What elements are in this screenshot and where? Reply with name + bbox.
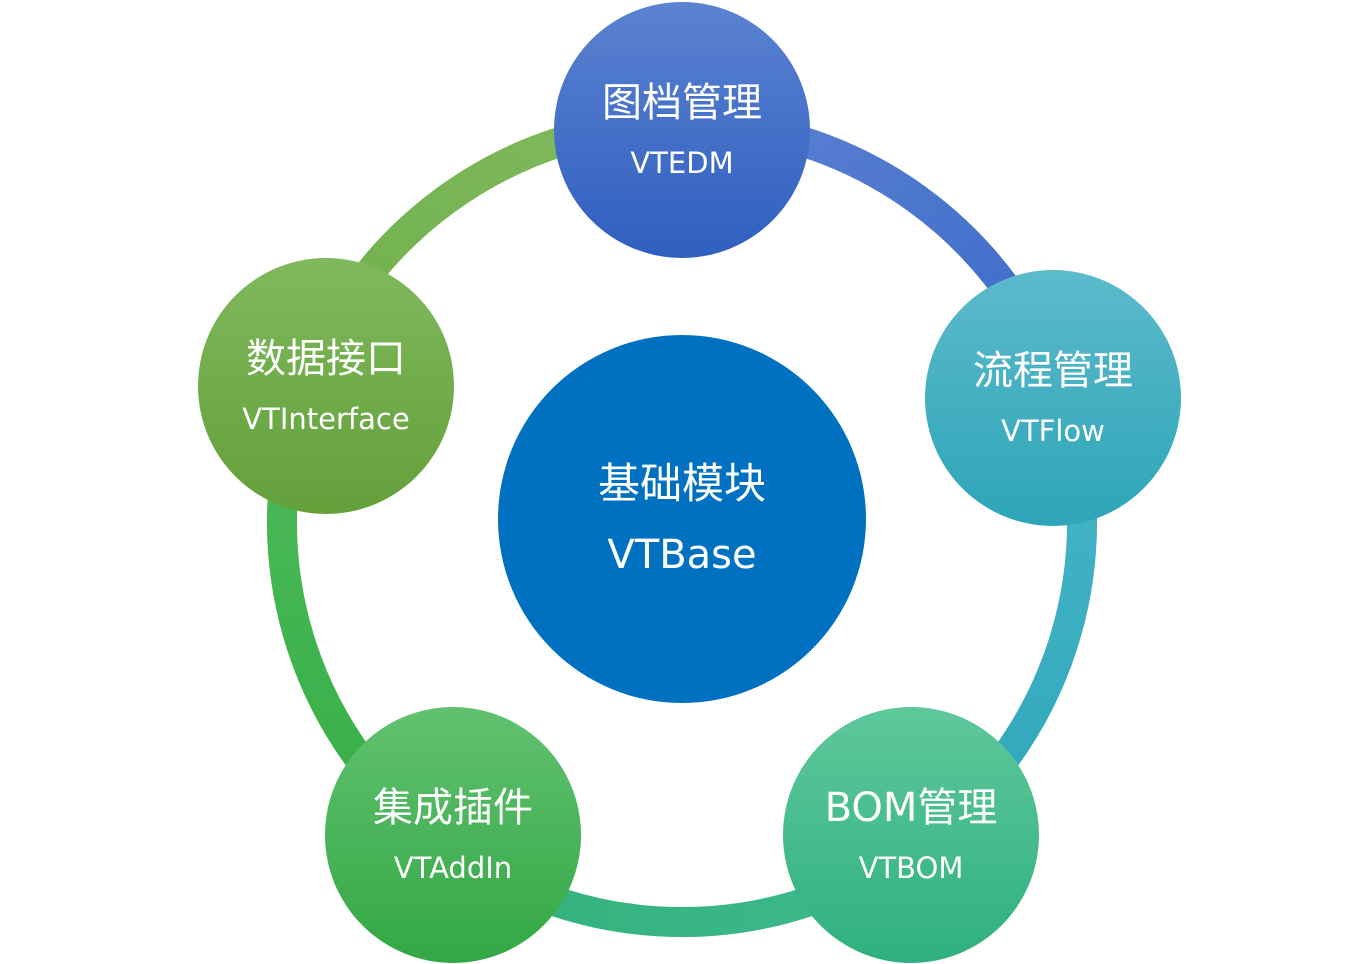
module-title: 集成插件 — [373, 784, 533, 831]
center-module-subtitle: VTBase — [607, 532, 757, 578]
module-subtitle: VTEDM — [630, 145, 734, 180]
module-title: BOM管理 — [824, 784, 998, 831]
module-subtitle: VTInterface — [242, 401, 410, 436]
module-title: 流程管理 — [973, 347, 1133, 394]
module-subtitle: VTBOM — [858, 850, 964, 885]
module-subtitle: VTAddIn — [393, 850, 513, 885]
center-module-title: 基础模块 — [597, 459, 766, 508]
module-title: 图档管理 — [602, 79, 762, 126]
module-vtaddin: 集成插件 VTAddIn — [325, 707, 581, 963]
module-subtitle: VTFlow — [1001, 413, 1105, 448]
module-vtinterface: 数据接口 VTInterface — [198, 258, 454, 514]
center-module-vtbase: 基础模块 VTBase — [498, 335, 866, 703]
module-vtedm: 图档管理 VTEDM — [554, 2, 810, 258]
module-vtflow: 流程管理 VTFlow — [925, 270, 1181, 526]
module-title: 数据接口 — [246, 335, 406, 382]
module-vtbom: BOM管理 VTBOM — [783, 707, 1039, 963]
